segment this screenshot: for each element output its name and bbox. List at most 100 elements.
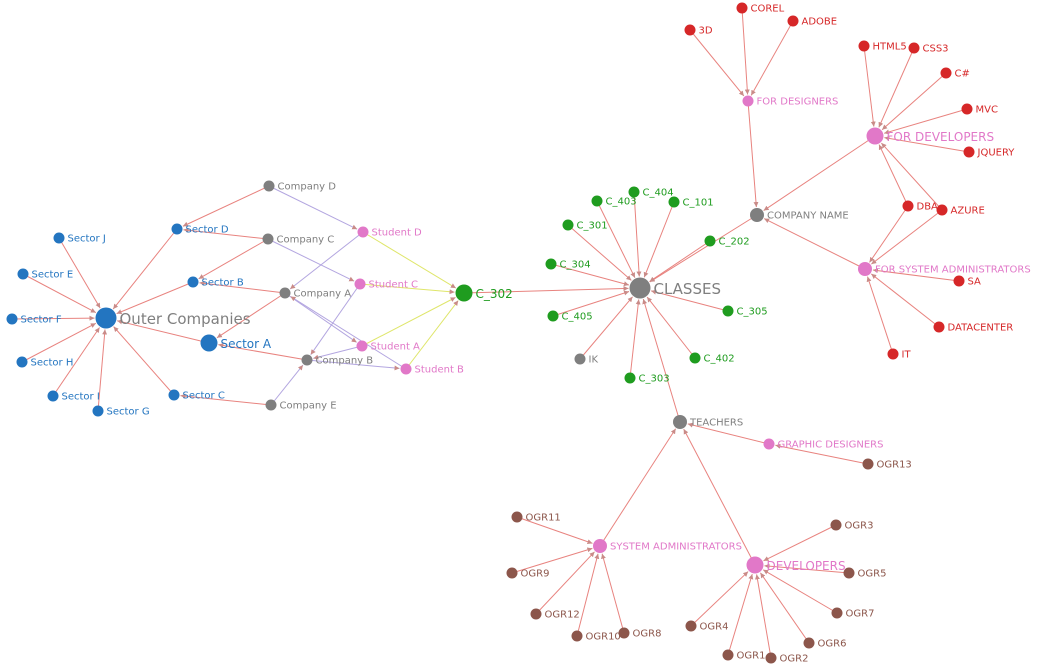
node-c405-dot[interactable] <box>547 310 559 322</box>
node-stc[interactable]: Student C <box>354 278 419 291</box>
node-devs-dot[interactable] <box>746 556 764 574</box>
node-ce[interactable]: Company E <box>265 399 337 412</box>
node-sb[interactable]: Sector B <box>187 276 244 289</box>
node-sf[interactable]: Sector F <box>6 313 62 326</box>
node-d3-dot[interactable] <box>684 24 696 36</box>
node-compname-dot[interactable] <box>750 208 764 222</box>
node-cb[interactable]: Company B <box>301 354 374 367</box>
node-c101-dot[interactable] <box>668 196 680 208</box>
node-azure-dot[interactable] <box>936 204 948 216</box>
node-sc-dot[interactable] <box>168 389 180 401</box>
node-gdes-dot[interactable] <box>763 438 775 450</box>
node-jquery-dot[interactable] <box>963 146 975 158</box>
node-se[interactable]: Sector E <box>17 268 74 281</box>
node-c304-dot[interactable] <box>545 258 557 270</box>
node-ogr11[interactable]: OGR11 <box>511 511 561 524</box>
node-ogr2[interactable]: OGR2 <box>765 652 809 665</box>
node-cc[interactable]: Company C <box>262 233 335 246</box>
node-ca[interactable]: Company A <box>279 287 352 300</box>
node-ik-dot[interactable] <box>574 353 586 365</box>
node-css3[interactable]: CSS3 <box>908 42 949 55</box>
node-ik[interactable]: IK <box>574 353 599 366</box>
node-si-dot[interactable] <box>47 390 59 402</box>
node-dc-dot[interactable] <box>933 321 945 333</box>
node-stc-dot[interactable] <box>354 278 366 290</box>
node-cd-dot[interactable] <box>263 180 275 192</box>
node-sj-dot[interactable] <box>53 232 65 244</box>
node-cd[interactable]: Company D <box>263 180 337 193</box>
node-sg-dot[interactable] <box>92 405 104 417</box>
node-adobe[interactable]: ADOBE <box>787 15 838 28</box>
node-sta-dot[interactable] <box>356 340 368 352</box>
node-sa2-dot[interactable] <box>953 275 965 287</box>
node-sd-dot[interactable] <box>171 223 183 235</box>
node-ce-dot[interactable] <box>265 399 277 411</box>
node-outer[interactable]: Outer Companies <box>95 307 251 329</box>
node-sh[interactable]: Sector H <box>16 356 74 369</box>
node-c305-dot[interactable] <box>722 305 734 317</box>
node-sb-dot[interactable] <box>187 276 199 288</box>
node-ogr12[interactable]: OGR12 <box>530 608 580 621</box>
node-ogr2-dot[interactable] <box>765 652 777 664</box>
node-ogr1[interactable]: OGR1 <box>722 649 766 662</box>
node-adobe-dot[interactable] <box>787 15 799 27</box>
node-fdes[interactable]: FOR DESIGNERS <box>742 95 839 108</box>
node-sd[interactable]: Sector D <box>171 223 229 236</box>
node-sj[interactable]: Sector J <box>53 232 106 245</box>
node-c404-dot[interactable] <box>628 186 640 198</box>
node-azure[interactable]: AZURE <box>936 204 985 217</box>
node-it[interactable]: IT <box>887 348 912 361</box>
node-html5-dot[interactable] <box>858 40 870 52</box>
node-c304[interactable]: C_304 <box>545 258 591 271</box>
node-sf-dot[interactable] <box>6 313 18 325</box>
node-ogr8-dot[interactable] <box>618 627 630 639</box>
node-ogr10-dot[interactable] <box>571 630 583 642</box>
node-ogr6-dot[interactable] <box>803 637 815 649</box>
node-ogr12-dot[interactable] <box>530 608 542 620</box>
node-ogr9-dot[interactable] <box>506 567 518 579</box>
node-sa2[interactable]: SA <box>953 275 982 288</box>
node-ogr3[interactable]: OGR3 <box>830 519 874 532</box>
node-ogr8[interactable]: OGR8 <box>618 627 662 640</box>
node-devs[interactable]: DEVELOPERS <box>746 556 846 574</box>
node-csharp[interactable]: C# <box>940 67 970 80</box>
node-fsys-dot[interactable] <box>858 262 872 276</box>
node-corel[interactable]: COREL <box>736 2 785 15</box>
node-sysadm-dot[interactable] <box>593 539 607 553</box>
node-cb-dot[interactable] <box>301 354 313 366</box>
node-it-dot[interactable] <box>887 348 899 360</box>
node-stb-dot[interactable] <box>400 363 412 375</box>
node-c202-dot[interactable] <box>704 235 716 247</box>
node-ogr9[interactable]: OGR9 <box>506 567 550 580</box>
node-std-dot[interactable] <box>357 226 369 238</box>
node-sysadm[interactable]: SYSTEM ADMINISTRATORS <box>593 539 742 553</box>
node-ogr1-dot[interactable] <box>722 649 734 661</box>
node-c404[interactable]: C_404 <box>628 186 674 199</box>
node-ogr6[interactable]: OGR6 <box>803 637 847 650</box>
node-stb[interactable]: Student B <box>400 363 465 376</box>
node-c301-dot[interactable] <box>562 219 574 231</box>
node-c302-dot[interactable] <box>455 284 473 302</box>
node-outer-dot[interactable] <box>95 307 117 329</box>
node-ogr13[interactable]: OGR13 <box>862 458 912 471</box>
node-c302[interactable]: C_302 <box>455 284 513 302</box>
node-ogr4[interactable]: OGR4 <box>685 620 729 633</box>
node-c305[interactable]: C_305 <box>722 305 768 318</box>
node-fdes-dot[interactable] <box>742 95 754 107</box>
node-fdev[interactable]: FOR DEVELOPERS <box>866 127 995 145</box>
node-fsys[interactable]: FOR SYSTEM ADMINISTRATORS <box>858 262 1031 276</box>
node-c402[interactable]: C_402 <box>689 352 735 365</box>
node-dba-dot[interactable] <box>902 200 914 212</box>
node-ogr11-dot[interactable] <box>511 511 523 523</box>
node-dc[interactable]: DATACENTER <box>933 321 1014 334</box>
node-dba[interactable]: DBA <box>902 200 939 213</box>
node-sta[interactable]: Student A <box>356 340 421 353</box>
node-c303[interactable]: C_303 <box>624 372 670 385</box>
node-ogr5-dot[interactable] <box>843 567 855 579</box>
node-csharp-dot[interactable] <box>940 67 952 79</box>
node-teachers[interactable]: TEACHERS <box>673 415 743 429</box>
node-ca-dot[interactable] <box>279 287 291 299</box>
node-sc[interactable]: Sector C <box>168 389 225 402</box>
node-fdev-dot[interactable] <box>866 127 884 145</box>
